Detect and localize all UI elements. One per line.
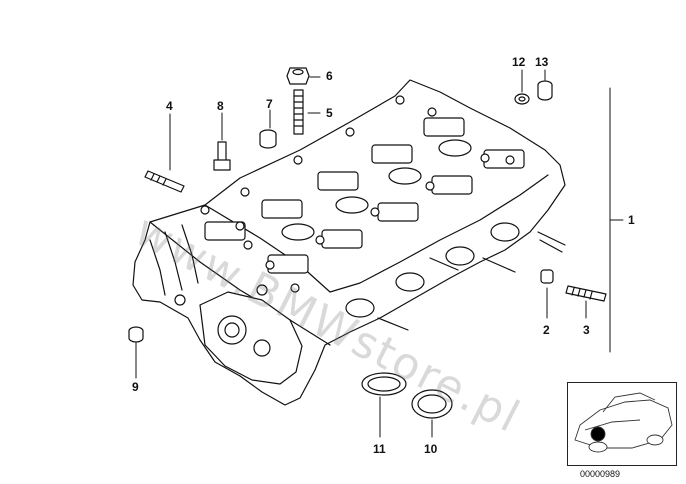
part-12-washer [514,93,530,105]
leader-lines [135,69,624,438]
document-id: 00000989 [580,469,621,479]
callout-4: 4 [166,99,173,113]
callout-10: 10 [424,442,438,456]
callout-6: 6 [326,69,333,83]
vehicle-location-thumbnail [574,392,673,453]
cylinder-head-front-edge [149,221,331,346]
part-10-gasket [411,389,453,419]
spark-plug-wells [281,139,472,241]
callout-12: 12 [512,55,526,69]
cylinder-head-top-deck [204,174,549,293]
manifold-ports [345,222,520,318]
vehicle-thumbnail-frame [567,382,677,466]
cap-bolts [200,95,515,293]
callout-3: 3 [583,323,590,337]
callout-13: 13 [535,55,549,69]
callout-1: 1 [628,213,635,227]
part-9-seal [128,326,144,343]
callout-11: 11 [373,442,386,456]
manifold-studs [377,231,566,331]
callout-7: 7 [266,97,273,111]
part-2-plug [540,269,554,284]
camshaft-caps-front-row [204,117,465,241]
callout-2: 2 [543,323,550,337]
part-7-sleeve [259,129,277,149]
part-8-bolt [213,141,231,171]
part-5-stud [293,89,304,135]
camshaft-caps-rear-row [267,149,525,274]
callout-9: 9 [132,380,139,394]
timing-bore [217,315,247,345]
timing-face [199,291,303,385]
part-6-nut [286,67,310,85]
left-side-ribs [149,224,268,306]
callout-5: 5 [326,106,333,120]
part-11-gasket [361,372,407,396]
callout-8: 8 [217,99,224,113]
part-13-plug [537,80,553,101]
part-4-stud [144,170,185,193]
part-3-stud [565,285,607,302]
engine-location-marker [590,426,606,442]
